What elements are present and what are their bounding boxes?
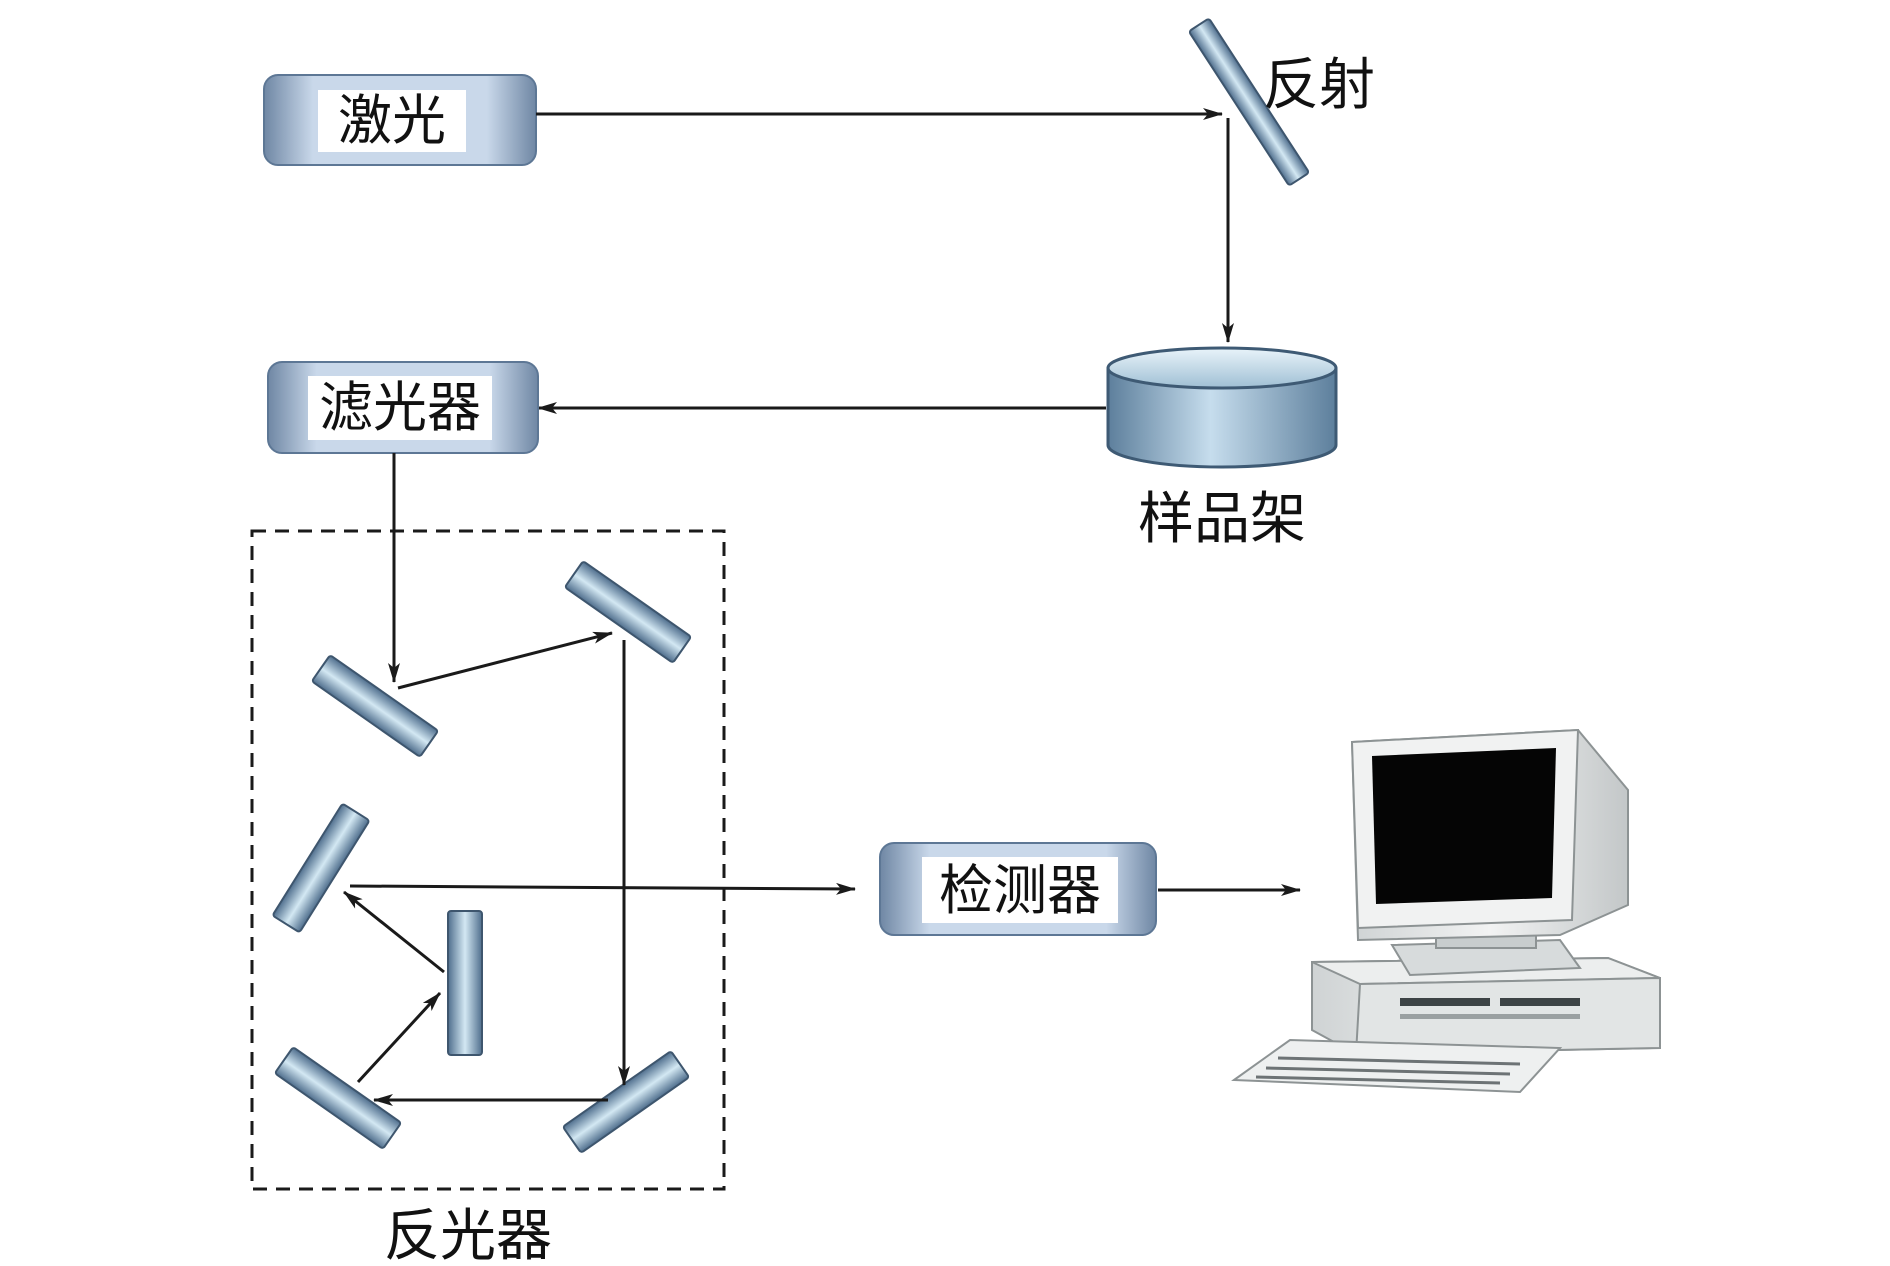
beam-m5-to-m4 xyxy=(356,991,442,1084)
laser-box: 激光 xyxy=(263,74,537,166)
reflector-group-label: 反光器 xyxy=(384,1204,552,1266)
reflector-mirror xyxy=(1188,18,1310,186)
mirror-2 xyxy=(564,561,692,663)
laser-label: 激光 xyxy=(338,89,446,152)
beam-mirror-to-detector xyxy=(349,882,856,895)
filter-box: 滤光器 xyxy=(267,361,539,454)
mirror-6 xyxy=(562,1051,690,1153)
computer-icon xyxy=(1231,728,1661,1094)
reflector-label: 反射 xyxy=(1263,53,1375,118)
beam-m4-to-m3 xyxy=(343,890,445,974)
detector-label: 检测器 xyxy=(939,859,1101,922)
beam-m1-to-m2 xyxy=(397,631,613,690)
mirror-5 xyxy=(274,1047,402,1149)
sample-holder-label: 样品架 xyxy=(1138,487,1306,552)
detector-box: 检测器 xyxy=(879,842,1157,936)
filter-label: 滤光器 xyxy=(319,376,481,439)
mirror-1 xyxy=(311,655,439,757)
reflector-group-frame xyxy=(250,529,726,1191)
mirror-4 xyxy=(447,910,483,1056)
sample-holder xyxy=(1106,346,1338,469)
mirror-3 xyxy=(272,803,370,933)
